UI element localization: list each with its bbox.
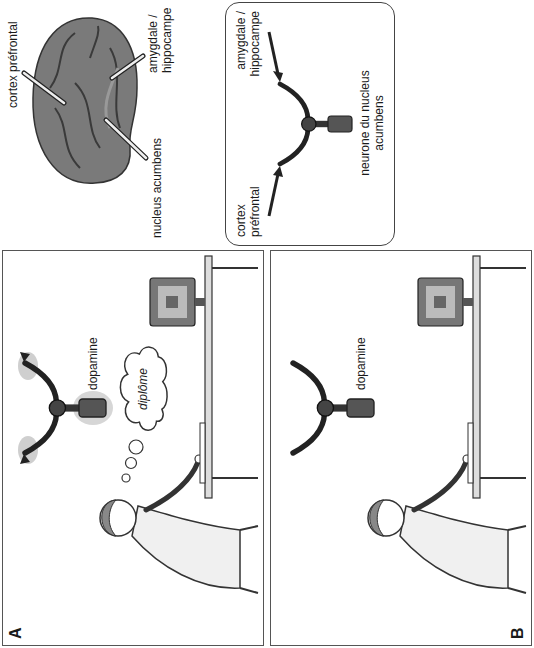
student-scene-a bbox=[18, 256, 258, 593]
brain-region-label: nucleus acumbens bbox=[150, 138, 164, 238]
panel-letter: B bbox=[509, 627, 527, 639]
probe-rods bbox=[24, 56, 146, 158]
student-scene-b bbox=[293, 256, 526, 593]
box-label: neurone du nucleus acumbens bbox=[358, 63, 386, 183]
box-label: cortex préfrontal bbox=[234, 167, 262, 237]
panel-letter: A bbox=[7, 627, 25, 639]
thought-bubble: diplôme bbox=[116, 343, 170, 435]
rounded-box: cortex préfrontal neurone du nucleus acum… bbox=[225, 2, 395, 246]
scene-panel: Adiplôme bbox=[2, 250, 264, 646]
box-label: amygdale / hippocampe bbox=[234, 11, 262, 91]
transmitter-label: dopamine bbox=[354, 337, 368, 390]
neuron-schematic bbox=[269, 32, 352, 216]
transmitter-label: dopamine bbox=[86, 337, 100, 390]
brain-photo bbox=[33, 18, 137, 183]
brain-region-label: amygdale / hippocampe bbox=[146, 3, 174, 73]
scene-panel: B bbox=[270, 250, 532, 646]
bubble-text: diplôme bbox=[136, 368, 150, 410]
brain-region-label: cortex préfrontal bbox=[6, 21, 20, 108]
